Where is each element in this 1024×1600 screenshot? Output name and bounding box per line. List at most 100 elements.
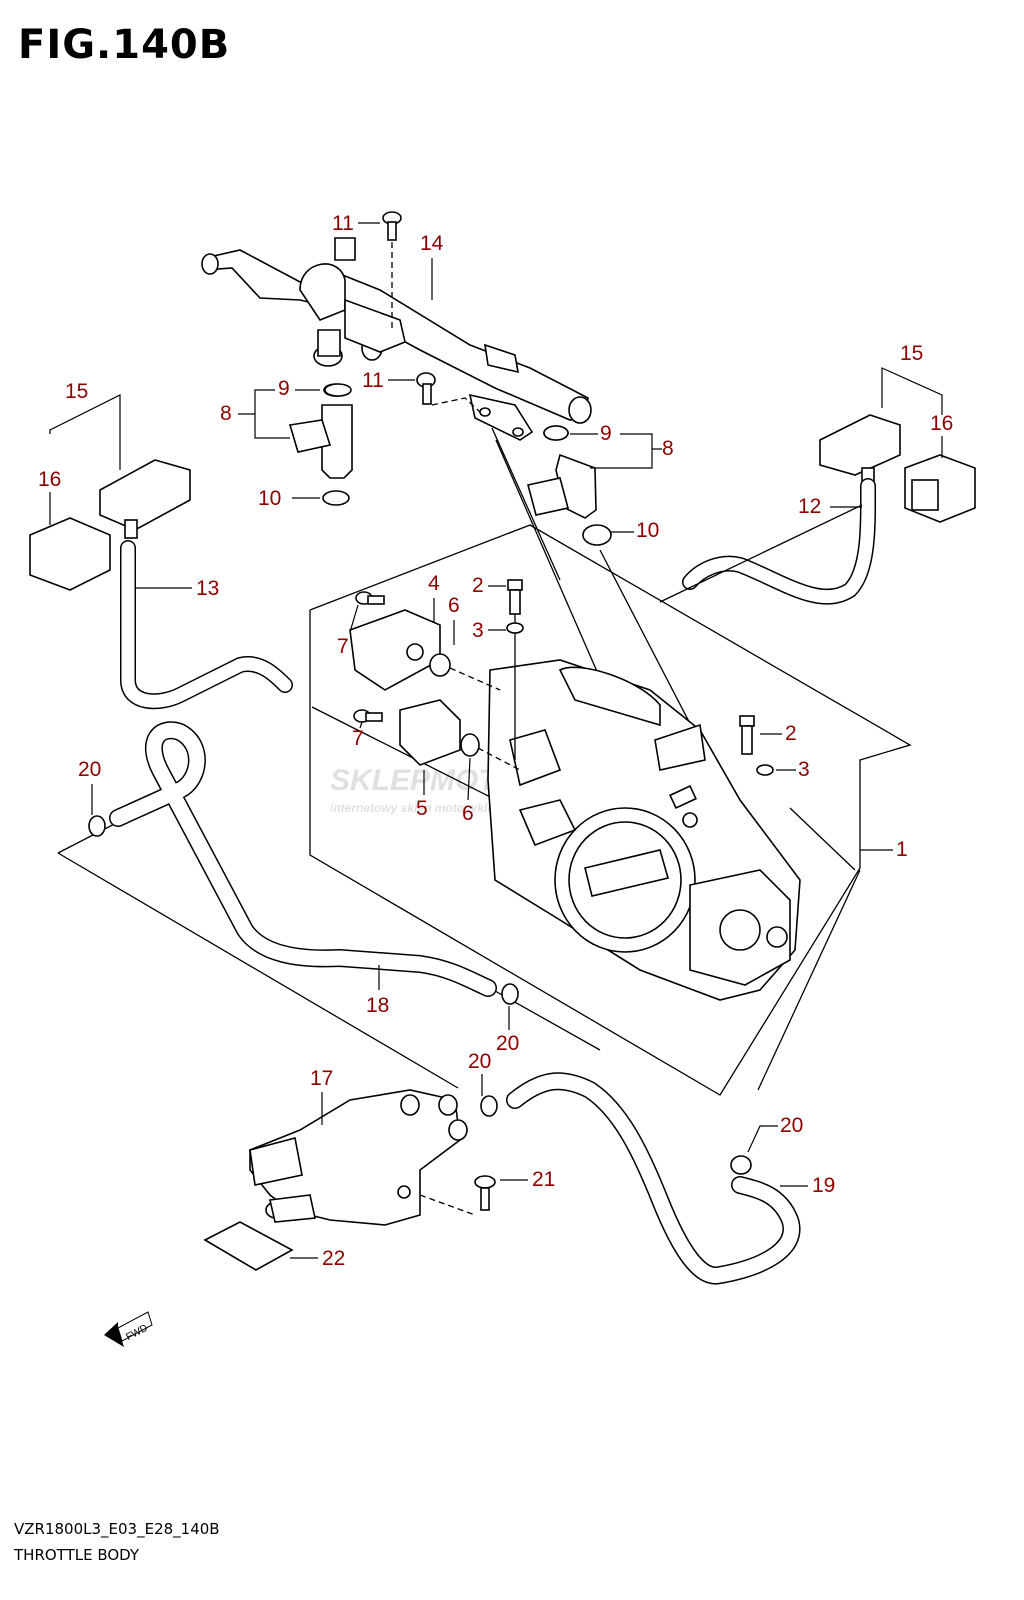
svg-text:9: 9 <box>278 377 290 400</box>
svg-text:3: 3 <box>798 758 810 781</box>
svg-text:12: 12 <box>798 495 821 518</box>
callout-16: 16 <box>38 468 61 525</box>
fwd-arrow: FWD <box>104 1311 153 1347</box>
figure-code: VZR1800L3_E03_E28_140B <box>14 1520 220 1538</box>
svg-text:4: 4 <box>428 572 440 595</box>
callout-10: 10 <box>258 487 320 510</box>
svg-text:20: 20 <box>780 1114 803 1137</box>
screw-2 <box>507 579 755 760</box>
callout-8: 8 <box>220 389 290 439</box>
callout-9: 9 <box>278 377 320 400</box>
callout-7: 7 <box>352 721 364 750</box>
svg-text:2: 2 <box>472 574 484 597</box>
hose-13 <box>120 540 293 710</box>
svg-text:20: 20 <box>468 1050 491 1073</box>
valve-unit <box>249 1089 476 1226</box>
svg-text:11: 11 <box>362 369 384 392</box>
callout-7: 7 <box>337 604 359 658</box>
svg-text:1: 1 <box>896 838 908 861</box>
fuel-delivery-pipe <box>201 237 592 441</box>
callout-20: 20 <box>78 758 101 815</box>
callout-13: 13 <box>135 577 219 600</box>
svg-text:3: 3 <box>472 619 484 642</box>
callout-10: 10 <box>610 519 659 542</box>
svg-text:10: 10 <box>636 519 659 542</box>
cover-right <box>904 454 976 523</box>
callout-20: 20 <box>747 1114 803 1153</box>
callout-21: 21 <box>500 1168 555 1191</box>
hose-12-bracket-line <box>659 504 863 603</box>
callout-20: 20 <box>496 1006 519 1055</box>
hose-19 <box>506 1072 801 1285</box>
svg-text:22: 22 <box>322 1247 345 1270</box>
callout-15: 15 <box>49 380 121 470</box>
svg-text:15: 15 <box>900 342 923 365</box>
callout-20: 20 <box>468 1050 491 1096</box>
svg-text:15: 15 <box>65 380 88 403</box>
sensor-right <box>819 414 901 487</box>
svg-text:11: 11 <box>332 212 354 235</box>
callout-6: 6 <box>448 594 460 645</box>
callout-11: 11 <box>332 212 380 235</box>
svg-text:5: 5 <box>416 797 428 820</box>
callout-1: 1 <box>860 838 908 861</box>
hose-19-guide-line <box>757 869 861 1091</box>
watermark-tagline: internetowy sklep motocyklowy <box>330 801 512 815</box>
figure-title: FIG.140B <box>18 22 231 68</box>
callout-3: 3 <box>776 758 810 781</box>
screw-21 <box>474 1175 496 1211</box>
clamp-20 <box>88 815 752 1175</box>
svg-text:7: 7 <box>337 635 349 658</box>
callout-6: 6 <box>462 757 474 825</box>
svg-text:10: 10 <box>258 487 281 510</box>
throttle-body <box>487 659 801 1001</box>
svg-text:14: 14 <box>420 232 444 255</box>
svg-text:20: 20 <box>496 1032 519 1055</box>
o-ring-6-9-10 <box>324 383 569 441</box>
cover-left <box>29 517 111 591</box>
sensor-left <box>99 459 191 539</box>
svg-text:8: 8 <box>220 402 232 425</box>
svg-text:20: 20 <box>78 758 101 781</box>
hose-18 <box>109 721 497 997</box>
screw-7 <box>353 591 385 723</box>
callout-14: 14 <box>420 232 444 300</box>
svg-text:21: 21 <box>532 1168 555 1191</box>
svg-text:18: 18 <box>366 994 389 1017</box>
svg-text:19: 19 <box>812 1174 835 1197</box>
svg-text:6: 6 <box>462 802 474 825</box>
svg-text:16: 16 <box>38 468 61 491</box>
callout-16: 16 <box>930 412 953 458</box>
callout-9: 9 <box>570 422 612 445</box>
svg-text:2: 2 <box>785 722 797 745</box>
screw-11-mid <box>416 372 481 413</box>
callout-3: 3 <box>472 619 506 642</box>
callout-18: 18 <box>366 965 389 1017</box>
callout-2: 2 <box>760 722 797 745</box>
svg-text:7: 7 <box>352 727 364 750</box>
svg-text:9: 9 <box>600 422 612 445</box>
injector-right <box>527 425 612 546</box>
hose-19-guide-line-2 <box>789 807 856 871</box>
tps-sensor <box>349 609 501 691</box>
svg-text:17: 17 <box>310 1067 333 1090</box>
callout-2: 2 <box>472 574 506 597</box>
callouts: 11 14 15 16 9 8 11 10 9 8 10 15 16 12 13… <box>38 212 953 1270</box>
svg-text:13: 13 <box>196 577 219 600</box>
screw-11-top <box>382 211 402 330</box>
callout-8: 8 <box>590 433 674 469</box>
callout-17: 17 <box>310 1067 333 1125</box>
svg-text:16: 16 <box>930 412 953 435</box>
callout-22: 22 <box>290 1247 345 1270</box>
svg-text:6: 6 <box>448 594 460 617</box>
callout-15: 15 <box>881 342 943 415</box>
iac-sensor <box>399 699 521 771</box>
svg-text:8: 8 <box>662 437 674 460</box>
o-ring-3 <box>506 622 774 776</box>
callout-4: 4 <box>428 572 440 622</box>
injector-left <box>288 383 353 506</box>
callout-5: 5 <box>416 770 428 820</box>
callout-12: 12 <box>798 495 862 518</box>
label-pad <box>203 1221 294 1271</box>
